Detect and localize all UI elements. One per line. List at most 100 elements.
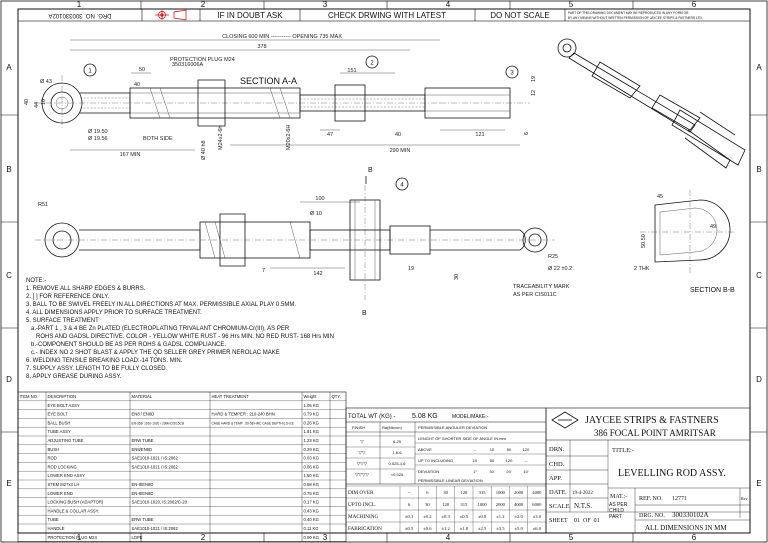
grid-columns-bottom: 1 2 3 4 5 6 bbox=[77, 533, 697, 542]
angular-value: 120 bbox=[523, 447, 530, 452]
bom-cell: HARD & TEMPER : 210-240 BHN bbox=[212, 412, 275, 417]
dim-6: 6 bbox=[524, 132, 530, 135]
grid-row-c: C bbox=[6, 271, 12, 280]
bom-header-cell: DESCRIPTION bbox=[48, 394, 77, 399]
traceability-mark: TRACEABILITY MARK bbox=[513, 284, 570, 290]
bom-cell: ERW TUBE bbox=[132, 438, 154, 443]
grid-columns-top: 1 2 3 4 5 6 bbox=[77, 0, 697, 9]
finish-symbol-icon: ▽▽ bbox=[359, 450, 366, 455]
grid-row-c-right: C bbox=[756, 271, 762, 280]
total-wt-label: TOTAL WT (KG) - bbox=[348, 414, 395, 420]
note-8: 8. APPLY GREASE DURING ASSY. bbox=[26, 374, 122, 380]
bom-cell: ROD LOCKING bbox=[48, 464, 77, 469]
scale-value: N.T.S. bbox=[574, 502, 592, 510]
dim-49: 49 bbox=[710, 224, 716, 230]
dim-dia1956: Ø 19.56 bbox=[88, 136, 108, 142]
note-5: 5. SURFACE TREATMENT bbox=[26, 318, 99, 324]
dim-100: 100 bbox=[315, 196, 324, 202]
grid-col-2: 2 bbox=[201, 0, 206, 9]
projection-symbol-icon bbox=[155, 9, 187, 21]
grid-row-b: B bbox=[6, 165, 11, 174]
ra-value: <0.025 bbox=[391, 472, 404, 477]
grid-row-e-right: E bbox=[756, 479, 761, 488]
angular-value: 50 bbox=[507, 447, 512, 452]
dim-19: 19 bbox=[531, 76, 537, 82]
linear-value: ±0.5 bbox=[460, 514, 469, 519]
bom-cell: BUSH bbox=[48, 447, 60, 452]
bom-header-cell: MATERIAL bbox=[132, 394, 153, 399]
ra-value: 1.6-6 bbox=[392, 450, 402, 455]
bom-cell: 1.91 KG bbox=[304, 429, 319, 434]
linear-row-label: UPTO INCL. bbox=[348, 502, 376, 508]
grid-col-4-bottom: 4 bbox=[446, 533, 451, 542]
ref-value: 12771 bbox=[672, 496, 687, 502]
bom-cell: HANDLE & COLLAR ASSY. bbox=[48, 508, 100, 513]
shorter-side: LENGHT OF SHORTER SIDE OF ANGLE IN mm bbox=[418, 436, 507, 441]
grid-row-e: E bbox=[6, 479, 11, 488]
tolerance-table: TOTAL WT (KG) - 5.08 KG MODEL/MAKE:- FIN… bbox=[345, 407, 547, 534]
note-4: 4. ALL DIMENSIONS APPLY PRIOR TO SURFACE… bbox=[26, 310, 202, 316]
dim-290: 290 MIN bbox=[390, 148, 411, 154]
angular-value: 50 bbox=[490, 458, 495, 463]
dim-378: 378 bbox=[257, 44, 266, 50]
dim-50: 50 bbox=[139, 67, 145, 73]
dim-30: 30 bbox=[454, 274, 460, 280]
ref-label: REF. NO. bbox=[639, 496, 663, 502]
linear-value: ±0.6 bbox=[423, 526, 432, 531]
bom-cell: ROD bbox=[48, 456, 57, 461]
grid-rows-right: A B C D E bbox=[756, 63, 762, 488]
linear-value: ±0.1 bbox=[405, 514, 414, 519]
bom-header-cell: HEAT TREATMENT bbox=[212, 394, 250, 399]
balloon-2: 2 bbox=[370, 61, 374, 67]
bom-cell: PROTECTION PLUG M24 bbox=[48, 535, 98, 540]
header-in-doubt: IF IN DOUBT ASK bbox=[217, 11, 283, 20]
bom-cell: 1.23 KG bbox=[304, 438, 319, 443]
dim-5050: 50.50 bbox=[641, 234, 647, 248]
ra-label: Ra(Micron) bbox=[382, 425, 402, 430]
linear-value: 2000 bbox=[496, 502, 506, 507]
dim-47: 47 bbox=[327, 132, 333, 138]
grid-col-2-bottom: 2 bbox=[201, 533, 206, 542]
header-check-drawing: CHECK DRWING WITH LATEST bbox=[328, 11, 446, 20]
bom-cell: 0.29 KG bbox=[304, 447, 319, 452]
finish-symbol-icon: ▽▽▽▽ bbox=[355, 472, 369, 477]
bom-cell: SAE1010-1021 / IS:2062 bbox=[132, 456, 179, 461]
bom-cell: SAE1010-1020, IS:2062/C-20 bbox=[132, 500, 188, 505]
dim-121: 121 bbox=[475, 132, 484, 138]
linear-value: 120 bbox=[442, 502, 450, 507]
bom-cell: ADJUSTING TUBE bbox=[48, 438, 84, 443]
bom-cell: TUBE bbox=[48, 517, 59, 522]
bom-cell: 0.43 KG bbox=[304, 508, 319, 513]
header-strip: DRG. NO. 300330102A IF IN DOUBT ASK CHEC… bbox=[17, 8, 751, 22]
note-5a: a.-PART 1 , 3 & 4 BE Zn PLATED (ELECTROP… bbox=[26, 326, 290, 332]
bom-cell: EYE BOLT bbox=[48, 412, 69, 417]
angular-value: 10 bbox=[473, 458, 478, 463]
bom-cell: CASE HARD & TEMP : 50-58 HRC CASE DEPTH:… bbox=[212, 421, 294, 425]
section-bb-view: 45 49 50.50 2 THK SECTION B-B bbox=[634, 190, 735, 294]
bom-cell: 0.75 KG bbox=[304, 491, 319, 496]
bom-cell: LOCKING BUSH (ADAPTOR) bbox=[48, 500, 104, 505]
finish-label: FINISH bbox=[352, 425, 365, 430]
balloon-3: 3 bbox=[510, 71, 514, 77]
dim-dia10: Ø 10 bbox=[310, 211, 322, 217]
linear-value: ±0.8 bbox=[478, 514, 487, 519]
upto-label-ang: UP TO INCLUDING bbox=[418, 458, 453, 463]
bom-cell: EN8/EN8D bbox=[132, 447, 152, 452]
grid-col-3-bottom: 3 bbox=[323, 533, 328, 542]
above-label: ABOVE bbox=[418, 447, 432, 452]
balloon-1: 1 bbox=[88, 69, 92, 75]
rev-label: Rev bbox=[741, 496, 747, 501]
mat-value: AS PER CHILD PART bbox=[609, 502, 628, 520]
grid-row-a: A bbox=[6, 63, 12, 72]
linear-value: 120 bbox=[460, 490, 468, 495]
dim-10: 10 bbox=[41, 99, 47, 105]
linear-value: ±2.5 bbox=[478, 526, 487, 531]
finish-symbol-icon: ▽▽▽ bbox=[357, 461, 368, 466]
grid-col-5: 5 bbox=[569, 0, 574, 9]
date-label: DATE bbox=[549, 489, 566, 496]
ra-value: 0.025-1.6 bbox=[389, 461, 407, 466]
linear-value: 6 bbox=[426, 490, 429, 495]
balloon-4: 4 bbox=[400, 183, 404, 189]
angular-value: 120 bbox=[506, 458, 513, 463]
section-aa-label: SECTION A-A bbox=[240, 76, 297, 86]
